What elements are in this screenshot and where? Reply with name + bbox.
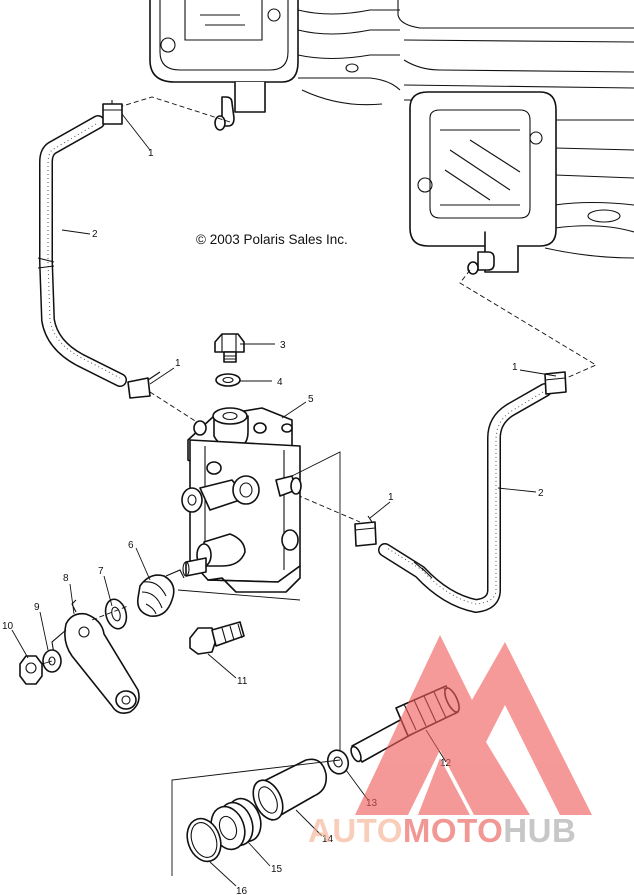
nut-10	[19, 655, 43, 685]
o-ring-16	[186, 817, 222, 863]
callout-2-left: 2	[92, 229, 98, 240]
dash-line-pump-left	[149, 391, 201, 425]
callout-4: 4	[277, 377, 283, 388]
impulse-hose-right	[378, 383, 552, 613]
callout-15: 15	[271, 864, 283, 875]
impulse-hose-left	[37, 115, 127, 387]
svg-text:AUTOMOTOHUB: AUTOMOTOHUB	[308, 812, 576, 849]
spring-6	[136, 569, 185, 617]
washer-7	[104, 598, 128, 630]
dash-line-pump-right	[289, 491, 361, 523]
callout-11: 11	[237, 676, 248, 687]
callout-1-left: 1	[175, 358, 181, 369]
callout-leaders	[11, 113, 557, 887]
callout-1-top: 1	[148, 148, 154, 159]
callout-1-right-top: 1	[512, 362, 518, 373]
callout-3: 3	[280, 340, 286, 351]
callout-10: 10	[2, 621, 14, 632]
bushing-14	[252, 758, 328, 821]
callout-numbers: 1 1 1 1 2 2 3 4 5 6 7 8 9 10 11 12 13 14…	[2, 148, 544, 895]
shaft-frame-line	[171, 759, 341, 876]
callout-1-right-bottom: 1	[388, 492, 394, 503]
watermark-hub: HUB	[503, 812, 576, 849]
hose-clamp-right-top	[544, 371, 567, 395]
callout-8: 8	[63, 573, 69, 584]
hose-clamp-right-bottom	[354, 515, 377, 547]
watermark-triangle-icon	[355, 635, 592, 815]
callout-14: 14	[322, 834, 334, 845]
bolt-3	[214, 333, 245, 363]
washer-13	[326, 749, 350, 775]
callout-16: 16	[236, 886, 248, 895]
callout-6: 6	[128, 540, 134, 551]
callout-7: 7	[98, 566, 104, 577]
watermark-auto: AUTO	[308, 812, 403, 849]
pump-frame-line-bottom	[177, 589, 301, 601]
lever-8	[51, 599, 140, 714]
dash-line-right	[459, 269, 597, 384]
hose-clamp-left	[127, 371, 161, 399]
callout-5: 5	[308, 394, 314, 405]
engine-cylinder-outline	[149, 0, 634, 275]
copyright-text: © 2003 Polaris Sales Inc.	[196, 232, 348, 247]
callout-9: 9	[34, 602, 40, 613]
hose-clamp-top	[102, 100, 123, 125]
oil-pump-5	[181, 407, 302, 593]
watermark-moto: MOTO	[403, 812, 503, 849]
leader-nut-washer	[41, 660, 53, 665]
watermark-logo: AUTOMOTOHUB	[308, 635, 592, 849]
washer-4	[215, 373, 241, 387]
callout-12: 12	[440, 758, 452, 769]
pump-frame-line	[291, 451, 341, 760]
bolt-11	[189, 621, 245, 655]
dash-line-top-left	[115, 96, 231, 123]
callout-2-right: 2	[538, 488, 544, 499]
